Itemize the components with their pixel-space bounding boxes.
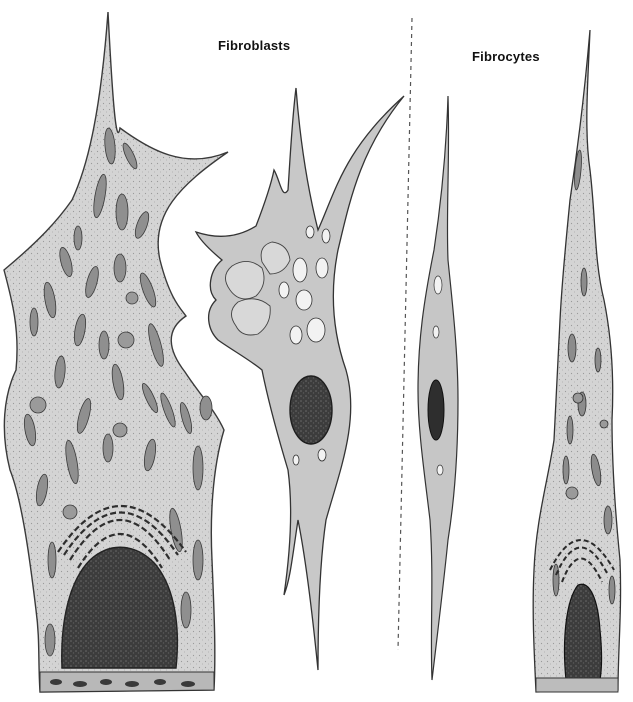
- fibrocyte-spindle-cell: [418, 96, 458, 680]
- fibroblast-stellate-cytoplasm: [196, 88, 404, 670]
- fibroblast-stellate-nucleus: [290, 376, 332, 444]
- group-divider-line: [398, 18, 412, 650]
- fibroblast-stellate-cell: [196, 88, 404, 670]
- fibrocyte-elongated-basal-band: [536, 678, 618, 692]
- fibrocytes-label: Fibrocytes: [472, 49, 540, 64]
- fibroblast-large-cell: [4, 12, 228, 692]
- fibrocyte-spindle-nucleus: [428, 380, 444, 440]
- fibroblasts-label: Fibroblasts: [218, 38, 290, 53]
- fibrocyte-elongated-cell: [533, 30, 620, 692]
